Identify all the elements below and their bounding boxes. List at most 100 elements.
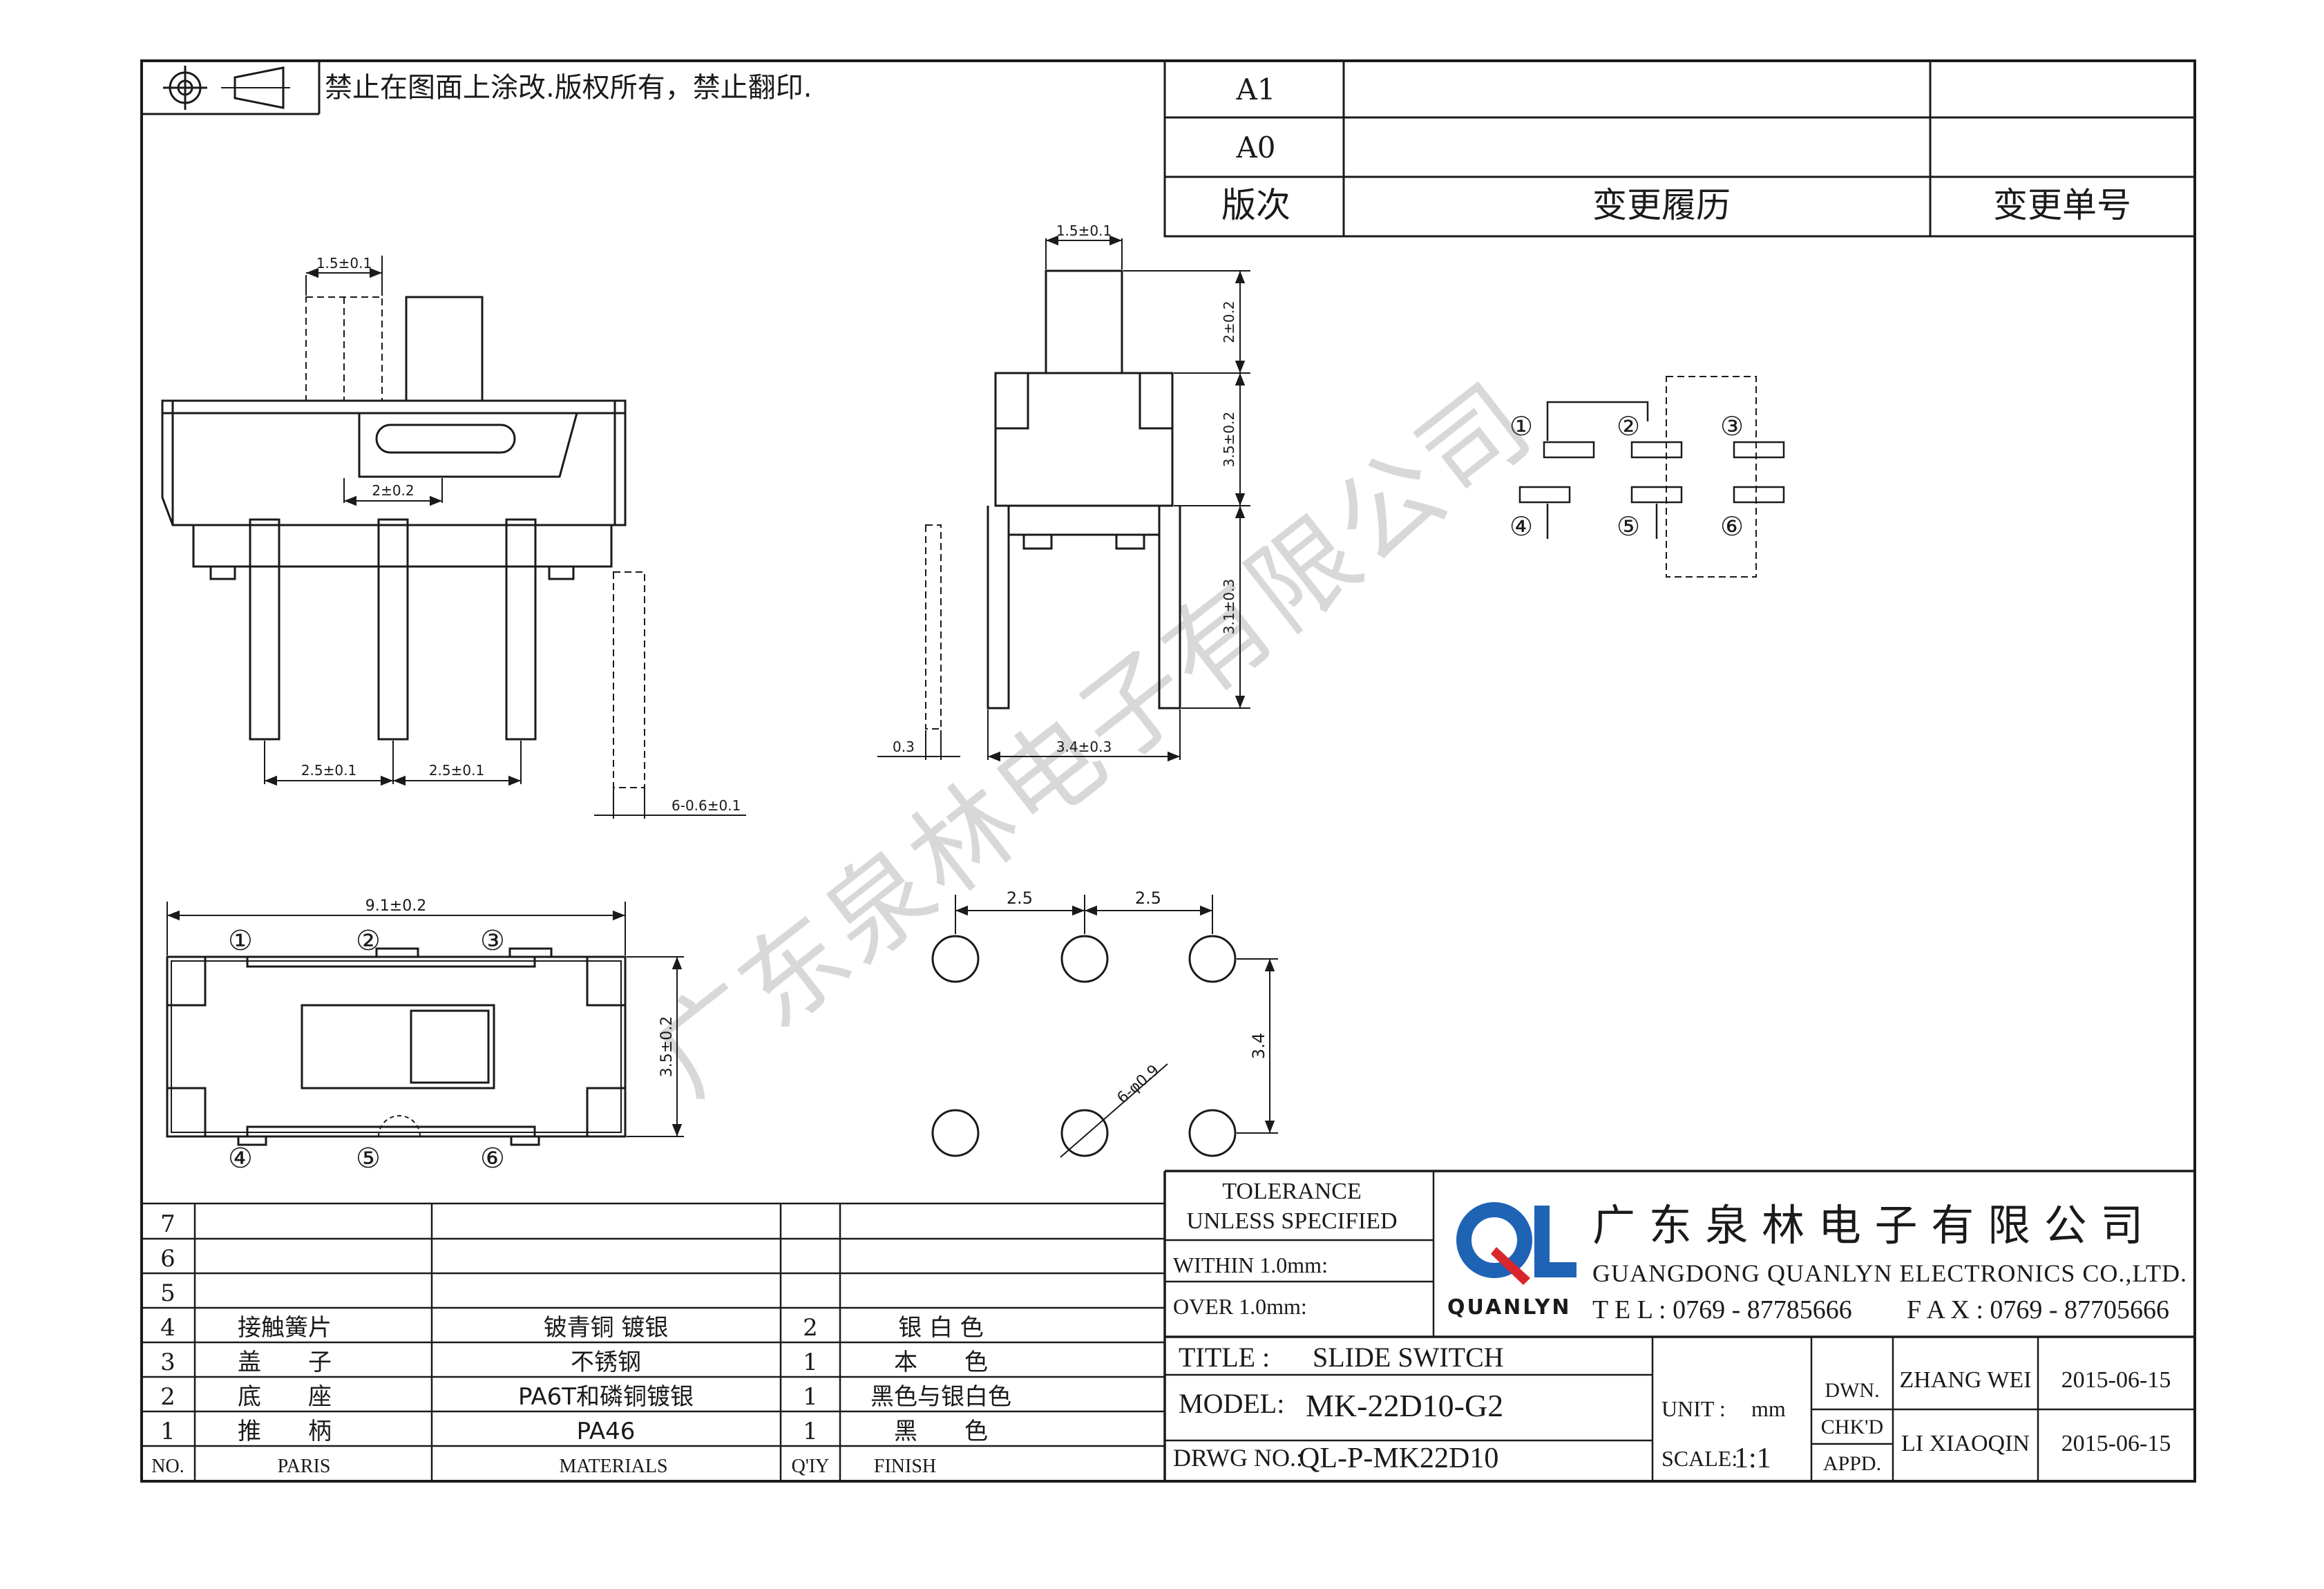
top-view-dimensions <box>166 902 684 1137</box>
bom-header-no: NO. <box>151 1456 184 1477</box>
projection-symbol <box>163 66 290 110</box>
bom-row-1-qty: 1 <box>803 1418 818 1445</box>
bom-row-6-no: 6 <box>160 1245 175 1273</box>
dwn-label: DWN. <box>1825 1379 1879 1402</box>
bom-row-1-no: 1 <box>160 1418 175 1445</box>
bom-row-3-no: 3 <box>160 1349 175 1376</box>
tolerance-line-2: UNLESS SPECIFIED <box>1186 1208 1397 1234</box>
revision-row-a1: A1 <box>1235 73 1275 106</box>
dim-pcb-hole: 6-φ0.9 <box>1114 1062 1163 1107</box>
dim-end-body-height: 3.5±0.2 <box>1221 412 1237 467</box>
bom-row-3-qty: 1 <box>803 1349 818 1376</box>
revision-header-change-no: 变更单号 <box>1993 185 2131 225</box>
end-view <box>925 269 1181 730</box>
top-view <box>166 947 627 1146</box>
revision-header-history: 变更履历 <box>1592 185 1731 225</box>
bom-header-material: MATERIALS <box>559 1456 667 1477</box>
drwg-value: QL-P-MK22D10 <box>1299 1443 1498 1474</box>
title-value: SLIDE SWITCH <box>1313 1342 1504 1373</box>
copyright-notice: 禁止在图面上涂改.版权所有，禁止翻印. <box>325 72 812 104</box>
bom-text: 7 6 5 4 接触簧片 铍青铜 镀银 2 银 白 色 3 盖 子 不锈钢 1 … <box>160 1210 1011 1445</box>
schematic-pin-2: ② <box>1617 411 1640 441</box>
bom-row-3-part: 盖 子 <box>238 1349 332 1376</box>
dim-top-height: 3.5±0.2 <box>658 1016 676 1077</box>
bom-header-qty: Q'IY <box>792 1456 830 1477</box>
unit-label: UNIT : <box>1661 1396 1726 1421</box>
dim-side-slot: 2±0.2 <box>372 482 414 499</box>
dim-end-knob-height: 2±0.2 <box>1221 301 1237 343</box>
company-fax: F A X : 0769 - 87705666 <box>1907 1295 2169 1324</box>
bom-row-4-no: 4 <box>160 1314 175 1342</box>
bom-row-4-part: 接触簧片 <box>238 1314 332 1342</box>
bom-row-2-part: 底 座 <box>238 1383 332 1411</box>
dim-pcb-pitch-2: 2.5 <box>1135 888 1161 908</box>
model-value: MK-22D10-G2 <box>1306 1388 1503 1423</box>
schematic-pin-1: ① <box>1509 411 1533 441</box>
bom-row-4-qty: 2 <box>803 1314 818 1342</box>
chk-name: LI XIAOQIN <box>1901 1431 2030 1456</box>
unit-value: mm <box>1751 1396 1786 1421</box>
bom-row-5-no: 5 <box>160 1279 175 1307</box>
bom-header-part: PARIS <box>278 1456 331 1477</box>
company-name-cn: 广 东 泉 林 电 子 有 限 公 司 <box>1592 1200 2143 1250</box>
schematic-pin-6: ⑥ <box>1720 511 1744 542</box>
bom-row-4-material: 铍青铜 镀银 <box>544 1314 669 1342</box>
bom-row-1-material: PA46 <box>577 1418 636 1445</box>
top-pin-1: ① <box>228 925 253 957</box>
header-notice: 禁止在图面上涂改.版权所有，禁止翻印. <box>142 61 812 115</box>
pcb-dimensions <box>955 895 1278 1158</box>
dim-end-pin-span: 3.4±0.3 <box>1056 739 1112 755</box>
dim-side-top-width: 1.5±0.1 <box>316 255 372 272</box>
company-logo: QUANLYN <box>1447 1202 1577 1320</box>
revision-header-version: 版次 <box>1221 185 1290 225</box>
dim-side-pin-width: 6-0.6±0.1 <box>672 797 741 814</box>
top-pin-2: ② <box>356 925 381 957</box>
revision-table: A1 A0 版次 变更履历 变更单号 <box>1163 59 2196 238</box>
pcb-footprint <box>931 935 1237 1157</box>
dim-end-top-width: 1.5±0.1 <box>1056 222 1112 239</box>
top-pin-4: ④ <box>228 1143 253 1174</box>
tolerance-over: OVER 1.0mm: <box>1173 1294 1307 1319</box>
dim-side-pitch-left: 2.5±0.1 <box>301 762 356 779</box>
side-view <box>161 296 645 788</box>
bom-row-2-material: PA6T和磷铜镀银 <box>518 1383 694 1411</box>
schematic-pin-5: ⑤ <box>1617 511 1640 542</box>
revision-row-a0: A0 <box>1235 131 1275 164</box>
scale-label: SCALE: <box>1661 1446 1737 1471</box>
bom-row-3-finish: 本 色 <box>894 1349 988 1376</box>
scale-value: 1:1 <box>1734 1443 1771 1474</box>
bom-row-7-no: 7 <box>160 1210 175 1238</box>
dim-pcb-row-gap: 3.4 <box>1249 1033 1268 1059</box>
title-block-text: TOLERANCE UNLESS SPECIFIED WITHIN 1.0mm:… <box>1173 1179 2187 1475</box>
side-view-dimensions <box>264 256 746 819</box>
bom-row-2-qty: 1 <box>803 1383 818 1411</box>
chkd-label: CHK'D <box>1821 1416 1883 1438</box>
company-tel: T E L : 0769 - 87785666 <box>1592 1295 1852 1324</box>
bom-row-1-finish: 黑 色 <box>894 1418 988 1445</box>
bom-row-3-material: 不锈钢 <box>571 1349 641 1376</box>
top-pin-6: ⑥ <box>480 1143 505 1174</box>
bom-header-finish: FINISH <box>874 1456 936 1477</box>
top-view-pin-labels: ① ② ③ ④ ⑤ ⑥ <box>228 925 505 1174</box>
dim-side-pitch-right: 2.5±0.1 <box>429 762 484 779</box>
tolerance-line-1: TOLERANCE <box>1222 1179 1361 1204</box>
end-view-dimensions <box>877 235 1250 762</box>
bom-row-2-no: 2 <box>160 1383 175 1411</box>
bom-row-4-finish: 银 白 色 <box>898 1314 984 1342</box>
top-pin-3: ③ <box>480 925 505 957</box>
dwn-date: 2015-06-15 <box>2061 1367 2171 1393</box>
schematic-pin-labels: ① ② ③ ④ ⑤ ⑥ <box>1509 411 1744 542</box>
dwn-name: ZHANG WEI <box>1899 1367 2031 1393</box>
bom-headers: NO. PARIS MATERIALS Q'IY FINISH <box>151 1456 936 1477</box>
logo-wordmark: QUANLYN <box>1447 1295 1572 1320</box>
schematic-pin-4: ④ <box>1509 511 1533 542</box>
dim-top-width: 9.1±0.2 <box>365 897 426 915</box>
dim-end-pin-thickness: 0.3 <box>893 739 915 755</box>
model-label: MODEL: <box>1179 1388 1284 1419</box>
title-label: TITLE : <box>1179 1342 1270 1373</box>
drwg-label: DRWG NO.: <box>1173 1444 1303 1472</box>
bom-table <box>142 1202 1165 1481</box>
bom-row-2-finish: 黑色与银白色 <box>870 1383 1011 1411</box>
company-name-en: GUANGDONG QUANLYN ELECTRONICS CO.,LTD. <box>1592 1259 2187 1287</box>
